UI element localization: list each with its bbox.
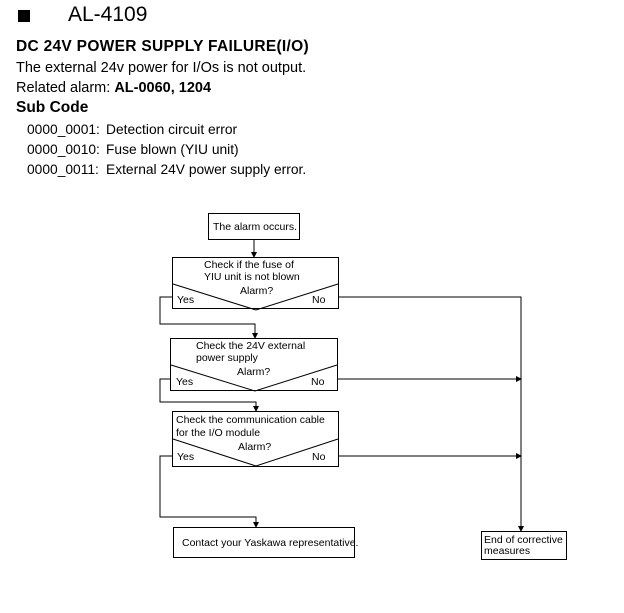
alarm-code: AL-4109 — [68, 3, 148, 26]
step3-yes-label: Yes — [177, 451, 195, 463]
contact-label: Contact your Yaskawa representative. — [182, 537, 359, 549]
step1-decision-label: Alarm? — [240, 285, 274, 297]
bullet-square-icon — [18, 10, 30, 22]
step1-no-label: No — [312, 294, 326, 306]
step1-yes-label: Yes — [177, 294, 195, 306]
contact-box — [173, 527, 355, 558]
sub-code-text: Detection circuit error — [106, 122, 238, 137]
sub-code-code: 0000_0001: — [27, 122, 100, 137]
step3-line2: for the I/O module — [176, 427, 261, 439]
step3-line1: Check the communication cable — [176, 414, 325, 426]
start-label: The alarm occurs. — [213, 221, 298, 233]
connector-yes-step3 — [159, 455, 259, 528]
sub-code-code: 0000_0010: — [27, 142, 100, 157]
description: The external 24v power for I/Os is not o… — [16, 60, 307, 76]
step2-decision-shape — [170, 364, 338, 392]
start-box — [208, 213, 300, 240]
sub-code-code: 0000_0011: — [27, 162, 99, 177]
sub-code-text: Fuse blown (YIU unit) — [106, 142, 239, 157]
page-title: DC 24V POWER SUPPLY FAILURE(I/O) — [16, 38, 309, 55]
sub-code-item: 0000_0001: Detection circuit error — [27, 122, 237, 137]
sub-code-item: 0000_0011: External 24V power supply erro… — [27, 162, 306, 177]
connector-yes-step1 — [159, 296, 258, 339]
step2-no-label: No — [311, 376, 325, 388]
connector-yes-step2 — [159, 378, 259, 412]
step3-decision-shape — [172, 438, 339, 467]
sub-code-text: External 24V power supply error. — [106, 162, 307, 177]
connector-no-step1 — [338, 296, 524, 532]
related-alarm: Related alarm: AL-0060, 1204 — [16, 80, 211, 96]
sub-code-heading: Sub Code — [16, 99, 89, 116]
end-box — [481, 531, 567, 560]
step2-yes-label: Yes — [176, 376, 194, 388]
related-alarm-values: AL-0060, 1204 — [114, 80, 212, 96]
end-line1: End of corrective — [484, 534, 563, 546]
step3-decision-label: Alarm? — [238, 441, 272, 453]
step1-decision-shape — [172, 283, 339, 311]
related-alarm-label: Related alarm: — [16, 80, 111, 96]
step2-line2: power supply — [196, 352, 258, 364]
sub-code-item: 0000_0010: Fuse blown (YIU unit) — [27, 142, 239, 157]
step2-decision-label: Alarm? — [237, 366, 271, 378]
step1-line1: Check if the fuse of — [204, 259, 294, 271]
step1-line2: YIU unit is not blown — [204, 271, 300, 283]
step3-no-label: No — [312, 451, 326, 463]
end-line2: measures — [484, 545, 531, 557]
step2-line1: Check the 24V external — [196, 340, 306, 352]
